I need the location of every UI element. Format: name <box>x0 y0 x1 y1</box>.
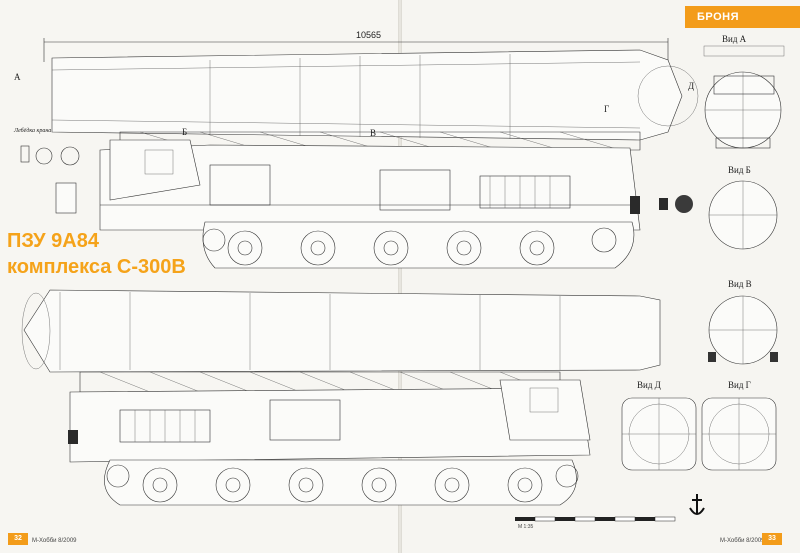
drawing-title: ПЗУ 9А84 комплекса С-300В <box>7 228 186 280</box>
view-g-drawing <box>701 397 777 471</box>
view-d-drawing <box>621 397 697 471</box>
title-line-2: комплекса С-300В <box>7 256 186 278</box>
view-marker-v: В <box>370 128 377 138</box>
anchor-icon <box>689 494 705 515</box>
upper-vehicle-drawing <box>51 49 699 269</box>
page-gutter <box>398 0 402 553</box>
section-tab: БРОНЯ <box>685 6 800 28</box>
right-magazine-name: М-Хобби 8/2009 <box>720 538 765 544</box>
view-b-drawing <box>708 180 778 250</box>
scale-caption: М 1:35 <box>518 524 534 530</box>
view-marker-b: Б <box>182 127 188 137</box>
left-magazine-name: М-Хобби 8/2009 <box>32 538 77 544</box>
overall-length-dimension: 10565 <box>356 30 382 40</box>
view-v-drawing <box>708 295 778 365</box>
view-a-caption: Вид А <box>722 34 747 44</box>
right-page-number: 33 <box>762 533 782 545</box>
view-marker-a: А <box>14 72 21 82</box>
view-marker-g: Г <box>604 104 610 114</box>
view-d-caption: Вид Д <box>637 380 661 390</box>
view-v-caption: Вид В <box>728 279 752 289</box>
lower-vehicle-drawing <box>21 289 661 506</box>
scale-bar <box>515 516 676 522</box>
left-page-number: 32 <box>8 533 28 545</box>
view-marker-d: Д <box>688 81 695 91</box>
title-line-1: ПЗУ 9А84 <box>7 230 99 252</box>
dimension-line <box>43 38 669 62</box>
view-a-drawing <box>703 45 785 149</box>
winch-detail-drawing <box>20 145 80 214</box>
view-b-caption: Вид Б <box>728 165 751 175</box>
winch-caption: Лебёдка крана <box>14 128 52 134</box>
view-g-caption: Вид Г <box>728 380 751 390</box>
